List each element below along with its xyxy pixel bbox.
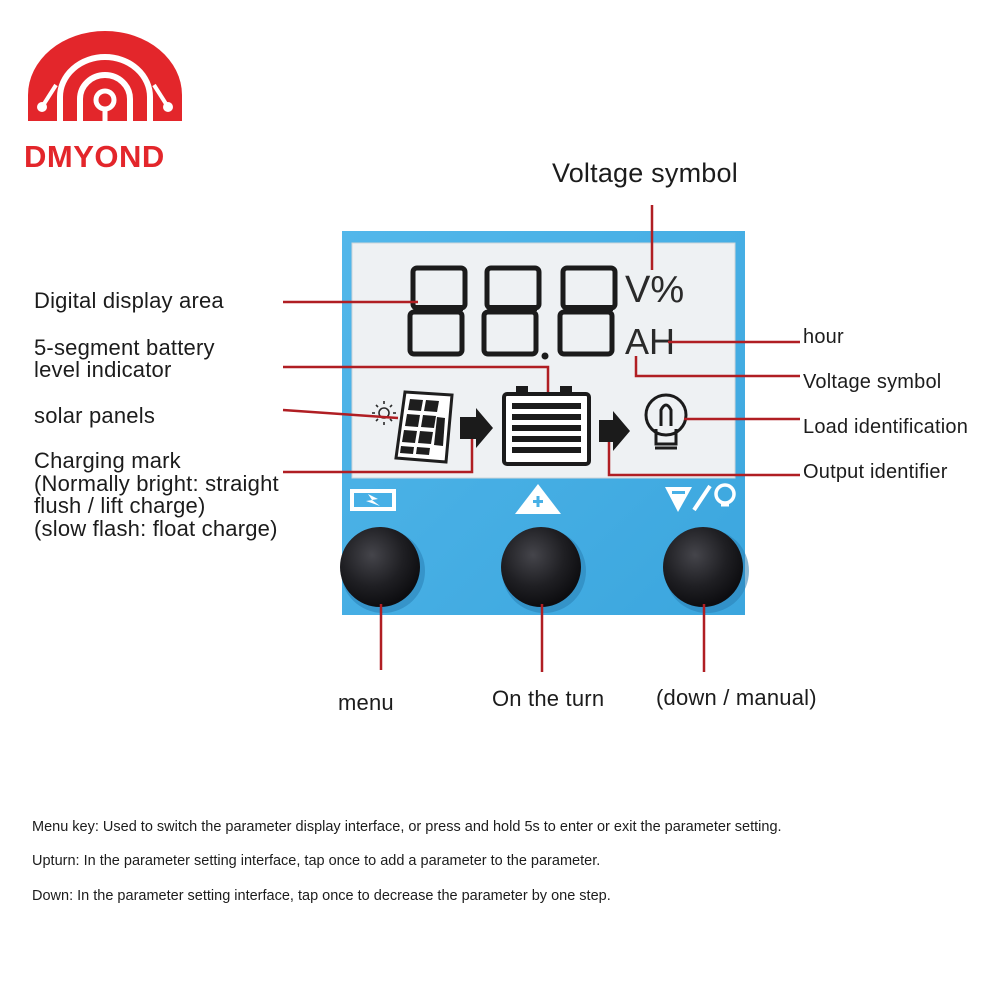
- digit-3: [557, 265, 618, 357]
- sun-icon: [372, 401, 396, 425]
- label-up-button: On the turn: [492, 686, 605, 711]
- label-voltage-symbol-right: Voltage symbol: [803, 371, 942, 393]
- up-button[interactable]: [501, 527, 581, 607]
- decimal-point: [541, 352, 549, 360]
- unit-top: V%: [625, 269, 684, 311]
- output-arrow-icon: [599, 411, 630, 451]
- note-menu-key: Menu key: Used to switch the parameter d…: [32, 819, 782, 835]
- charging-arrow-icon: [460, 408, 493, 448]
- brand-logo: [28, 31, 182, 121]
- label-charging-mark-3: flush / lift charge): [34, 493, 206, 518]
- solar-panel-icon: [394, 390, 454, 464]
- digit-1: [407, 265, 468, 357]
- label-solar-panels: solar panels: [34, 403, 156, 428]
- label-digital-display-area: Digital display area: [34, 288, 224, 313]
- label-output-identifier: Output identifier: [803, 461, 948, 483]
- brand-name: DMYOND: [24, 139, 165, 174]
- down-button[interactable]: [663, 527, 743, 607]
- label-voltage-symbol-top: Voltage symbol: [552, 158, 738, 188]
- label-battery-indicator-1: 5-segment battery: [34, 335, 215, 360]
- unit-bottom: AH: [625, 321, 675, 362]
- plus-key-icon: [515, 484, 561, 514]
- digit-display: [407, 265, 618, 360]
- leader-lines: [282, 205, 800, 672]
- menu-button[interactable]: [340, 527, 420, 607]
- label-battery-indicator-2: level indicator: [34, 357, 172, 382]
- label-load-identification: Load identification: [803, 416, 969, 438]
- label-charging-mark-4: (slow flash: float charge): [34, 516, 278, 541]
- note-down: Down: In the parameter setting interface…: [32, 888, 611, 904]
- label-charging-mark-2: (Normally bright: straight: [34, 471, 279, 496]
- bulb-icon: [644, 393, 688, 450]
- battery-icon: [502, 386, 591, 466]
- label-hour: hour: [803, 326, 844, 348]
- label-charging-mark-1: Charging mark: [34, 448, 181, 473]
- digit-2: [481, 265, 542, 357]
- menu-key-icon: [350, 489, 396, 511]
- note-upturn: Upturn: In the parameter setting interfa…: [32, 853, 601, 869]
- minus-load-key-icon: [665, 483, 736, 512]
- label-menu-button: menu: [338, 690, 394, 715]
- label-down-button: (down / manual): [656, 685, 817, 710]
